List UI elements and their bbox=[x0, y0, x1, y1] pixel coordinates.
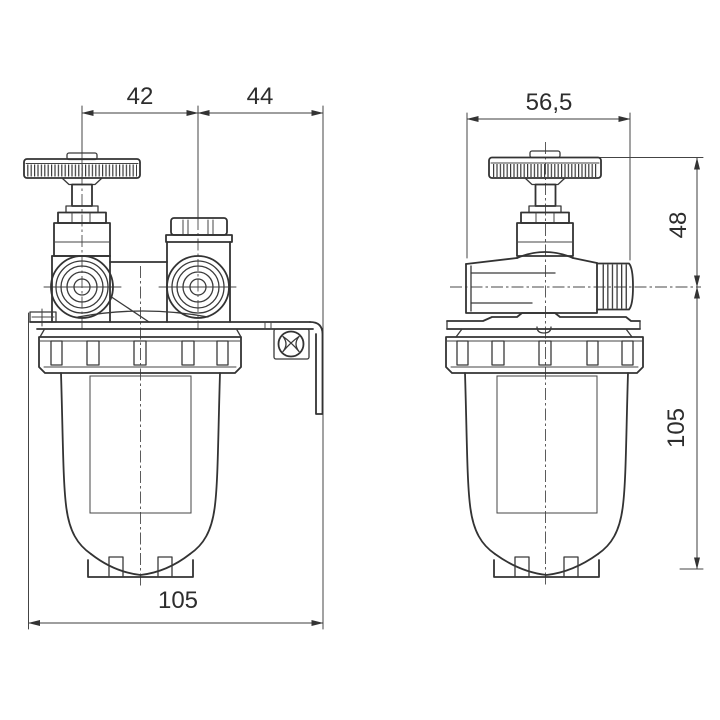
dim-label-42: 42 bbox=[127, 83, 154, 110]
side-dimension-top: 56,5 bbox=[466, 89, 631, 261]
front-mounting-bracket bbox=[29, 308, 324, 415]
plug-flange bbox=[165, 234, 233, 243]
front-ports bbox=[50, 255, 230, 319]
side-valve-body bbox=[465, 251, 634, 314]
front-filter-bowl bbox=[60, 372, 221, 578]
bowl-foot bbox=[87, 559, 194, 578]
front-handwheel-valve bbox=[23, 152, 141, 323]
filter-element bbox=[89, 375, 192, 514]
side-filter-bowl bbox=[464, 372, 629, 578]
front-view: 42 44 105 bbox=[23, 83, 324, 630]
side-mounting-bracket bbox=[446, 312, 641, 334]
front-collar bbox=[38, 329, 242, 374]
handwheel-knurling bbox=[27, 164, 137, 177]
handwheel-hub bbox=[524, 177, 566, 186]
dim-label-44: 44 bbox=[247, 83, 274, 110]
screw-plate bbox=[273, 328, 310, 360]
dim-label-48: 48 bbox=[665, 212, 692, 239]
spindle-boss bbox=[536, 326, 552, 334]
bracket-right-arm bbox=[309, 321, 324, 415]
dim-label-105-height: 105 bbox=[663, 408, 690, 448]
handwheel-hub bbox=[61, 177, 103, 186]
phillips-screw-icon bbox=[277, 330, 305, 358]
valve-bonnet bbox=[516, 222, 574, 257]
handwheel-knurling bbox=[492, 164, 598, 177]
filter-element bbox=[496, 375, 598, 514]
dim-label-105-width: 105 bbox=[158, 587, 198, 614]
front-dimension-bottom: 105 bbox=[28, 312, 324, 630]
dim-label-56-5: 56,5 bbox=[526, 89, 573, 116]
side-collar bbox=[445, 328, 644, 374]
side-handwheel-valve bbox=[488, 150, 602, 257]
mounting-screw bbox=[273, 328, 310, 360]
front-valve-body bbox=[77, 261, 209, 323]
threaded-port bbox=[596, 262, 634, 311]
bowl-foot bbox=[493, 559, 600, 578]
side-view: 56,5 48 105 bbox=[445, 89, 704, 587]
